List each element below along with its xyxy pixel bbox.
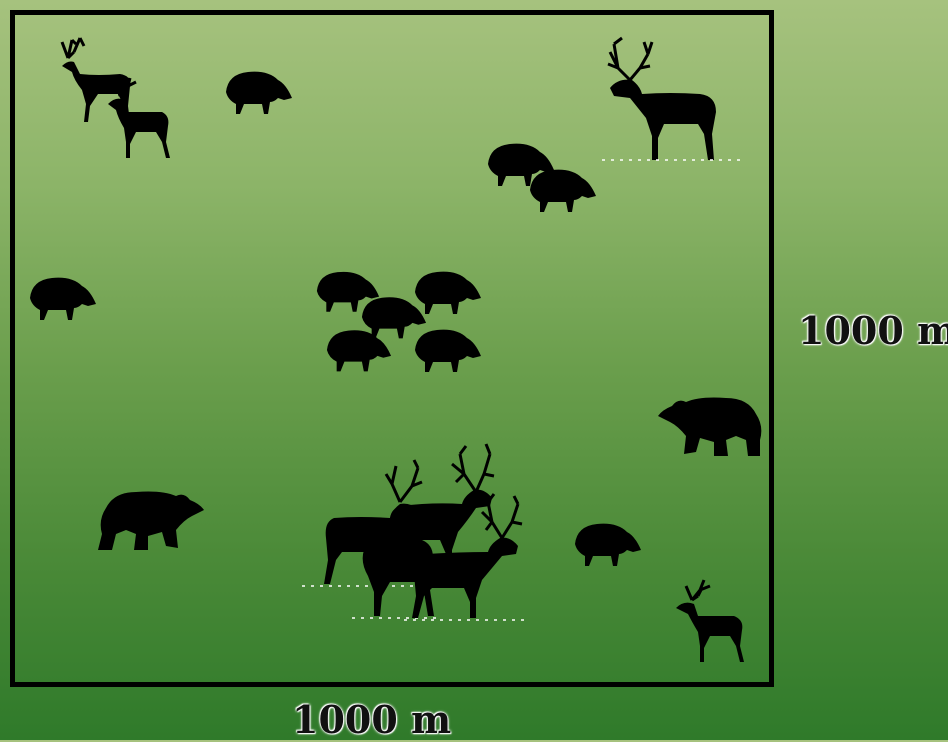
red-deer-icon: [404, 494, 528, 624]
boar-icon: [224, 68, 294, 116]
red-deer-icon: [600, 38, 745, 164]
fallow-deer-icon: [100, 76, 172, 162]
boar-icon: [28, 274, 98, 322]
boar-icon: [325, 326, 393, 374]
boar-icon: [528, 166, 598, 214]
bear-icon: [96, 490, 206, 554]
boar-icon: [413, 326, 483, 374]
bear-icon: [656, 396, 764, 460]
boar-icon: [573, 520, 643, 568]
fallow-deer-icon: [672, 578, 746, 666]
height-dimension-label: 1000 m: [798, 308, 948, 353]
width-dimension-label: 1000 m: [292, 697, 451, 742]
